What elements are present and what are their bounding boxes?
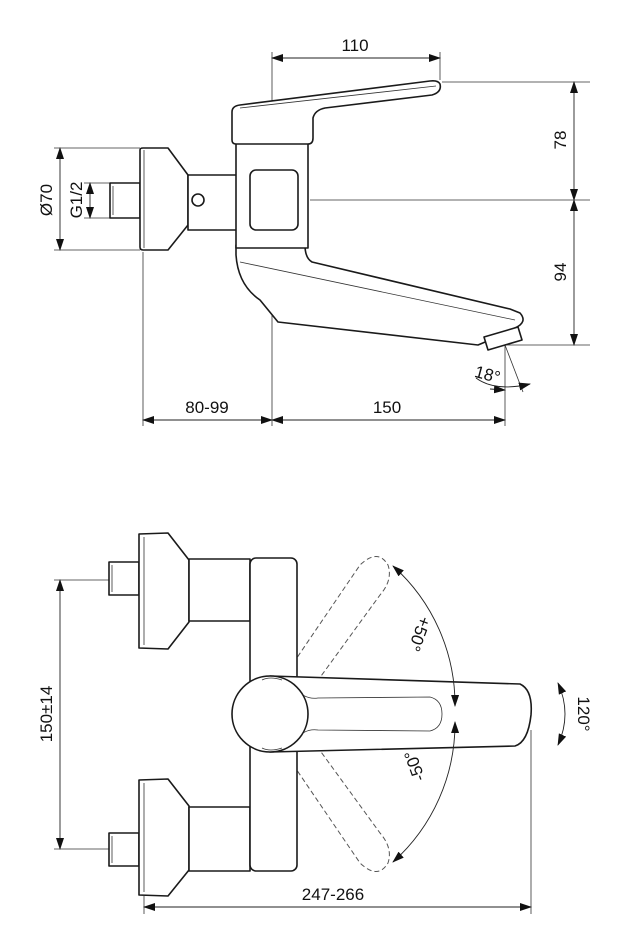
dim-height-lower: 94 — [551, 263, 570, 282]
dim-wall-offset: 80-99 — [185, 398, 228, 417]
dim-total-length: 247-266 — [302, 885, 364, 904]
spout — [235, 244, 524, 346]
aerator — [483, 326, 523, 351]
lever-handle — [231, 80, 442, 145]
dim-inlet-spacing: 150±14 — [37, 686, 56, 743]
faucet-top — [108, 532, 533, 897]
upper-inlet-thread — [108, 561, 140, 596]
lever-top — [269, 675, 533, 753]
dim-height-upper: 78 — [551, 131, 570, 150]
dim-rotation-plus: +50° — [404, 614, 434, 654]
lower-connector — [188, 806, 251, 872]
dim-handle-reach: 110 — [341, 36, 368, 55]
faucet-side — [109, 80, 524, 351]
wall-flange — [139, 147, 189, 251]
lower-flange — [138, 778, 190, 897]
top-view: 150±14 247-266 +50° -50° 120° — [37, 532, 593, 914]
upper-flange — [138, 532, 190, 650]
lever-rotation-ghosts — [274, 556, 390, 872]
side-view: 110 78 94 Ø70 G1/2 80-99 150 18° — [37, 36, 590, 426]
dim-rotation-total: 120° — [574, 696, 593, 731]
inlet-thread — [109, 182, 141, 219]
upper-connector — [188, 558, 251, 622]
lever-hub — [231, 675, 309, 753]
extension-lines — [54, 52, 590, 426]
dim-thread: G1/2 — [67, 182, 86, 219]
body-cover — [249, 169, 299, 231]
set-screw — [191, 193, 205, 207]
dim-flange-diameter: Ø70 — [37, 184, 56, 216]
lower-inlet-thread — [108, 832, 140, 867]
dim-spout-reach: 150 — [373, 398, 401, 417]
dim-spout-angle: 18° — [473, 362, 503, 387]
dim-rotation-minus: -50° — [401, 748, 430, 784]
